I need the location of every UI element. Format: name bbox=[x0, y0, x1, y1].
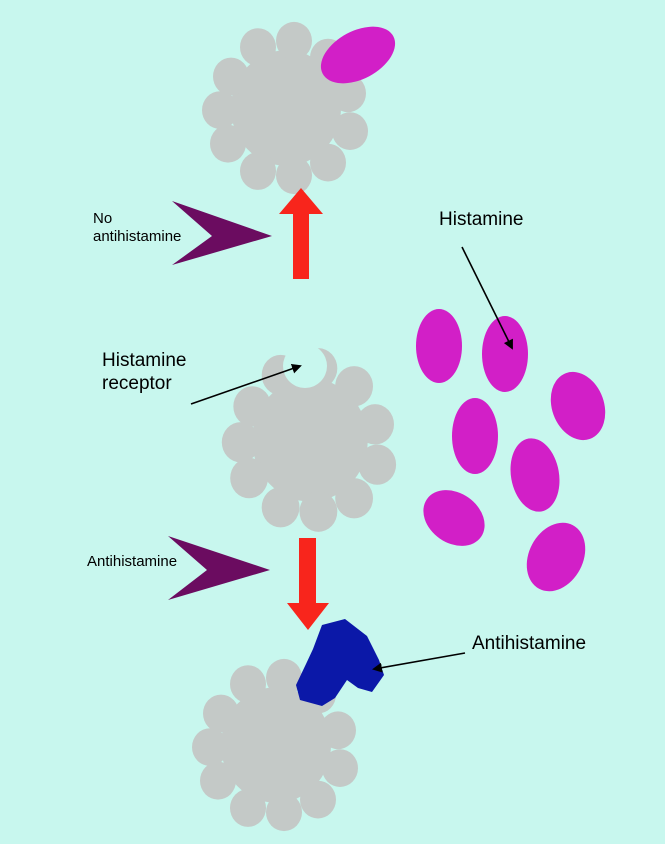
histamine-molecule bbox=[550, 371, 606, 441]
label-no-antihistamine-line1: No bbox=[93, 210, 113, 227]
label-no-antihistamine: No antihistamine bbox=[93, 210, 181, 247]
histamine-molecule bbox=[423, 490, 485, 546]
label-antihistamine-left: Antihistamine bbox=[87, 553, 178, 570]
label-histamine: Histamine bbox=[439, 209, 524, 230]
label-antihistamine-right: Antihistamine bbox=[472, 633, 587, 654]
receptor-binding-site bbox=[283, 344, 327, 388]
process-arrow-down bbox=[287, 538, 329, 630]
histamine-molecule bbox=[526, 522, 586, 592]
pointer-histamine bbox=[461, 246, 513, 350]
label-histamine-receptor-line1: Histamine bbox=[102, 350, 187, 371]
histamine-molecule bbox=[452, 398, 498, 474]
label-histamine-receptor-line2: receptor bbox=[102, 373, 172, 395]
antihistamine-molecule bbox=[296, 619, 384, 706]
histamine-molecule bbox=[510, 438, 560, 512]
histamine-bound-molecule bbox=[320, 26, 396, 84]
histamine-molecule bbox=[416, 309, 462, 383]
label-histamine-receptor: Histamine receptor bbox=[102, 349, 186, 395]
pointer-antihistamine bbox=[372, 652, 466, 673]
process-arrow-up bbox=[279, 188, 323, 279]
chevron-antihistamine bbox=[168, 536, 270, 600]
histamine-molecule bbox=[482, 316, 528, 392]
pointer-receptor bbox=[190, 363, 302, 405]
histamine-molecules bbox=[416, 309, 606, 592]
label-no-antihistamine-line2: antihistamine bbox=[93, 228, 182, 246]
chevron-no-antihistamine bbox=[172, 201, 272, 265]
